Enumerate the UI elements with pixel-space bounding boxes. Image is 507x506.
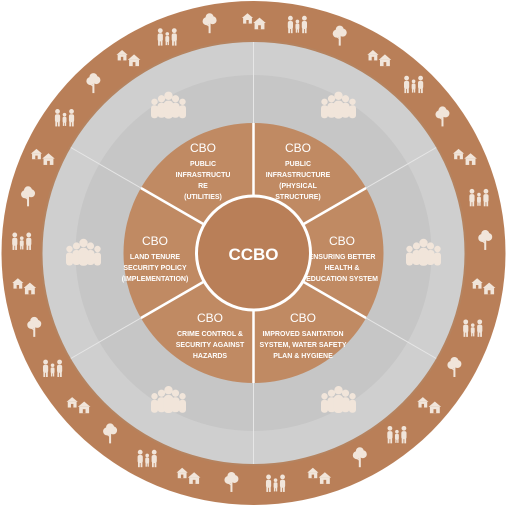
segment-line: SYSTEM, WATER SAFETY [260,342,347,349]
segment-divider [140,280,205,320]
svg-text:CBO: CBO [285,141,311,155]
svg-text:(PHYSICAL: (PHYSICAL [279,183,317,190]
segment-land-tenure: CBO LAND TENURE SECURITY POLICY (IMPLEME… [122,234,189,283]
svg-text:HAZARDS: HAZARDS [193,353,228,360]
segment-dividers [140,123,367,383]
segment-health-education: CBO ENSURING BETTER HEALTH & EDUCATION S… [306,234,378,283]
svg-text:INFRASTRUCTURE: INFRASTRUCTURE [266,172,331,179]
segment-utilities: CBO PUBLIC INFRASTRUCTU RE (UTILITIES) [176,141,231,201]
segment-line: RE [198,183,208,190]
svg-text:LAND TENURE: LAND TENURE [130,254,180,261]
segment-line: (IMPLEMENTATION) [122,276,189,283]
svg-text:RE: RE [198,183,208,190]
svg-text:CBO: CBO [190,141,216,155]
svg-text:IMPROVED SANITATION: IMPROVED SANITATION [262,331,343,338]
ring-spoke [365,317,437,359]
svg-text:PUBLIC: PUBLIC [190,161,216,168]
segment-sanitation: CBO IMPROVED SANITATION SYSTEM, WATER SA… [260,311,347,360]
segment-title: CBO [142,234,168,248]
segment-title: CBO [285,141,311,155]
segment-title: CBO [290,311,316,325]
svg-text:CBO: CBO [329,234,355,248]
segment-line: SECURITY POLICY [123,265,187,272]
svg-text:EDUCATION SYSTEM: EDUCATION SYSTEM [306,276,378,283]
segment-line: SECURITY AGAINST [176,342,245,349]
segment-line: PUBLIC [285,161,311,168]
svg-text:(IMPLEMENTATION): (IMPLEMENTATION) [122,276,189,283]
segment-title: CBO [190,141,216,155]
segment-line: STRUCTURE) [275,194,321,201]
segment-title: CBO [329,234,355,248]
svg-text:STRUCTURE): STRUCTURE) [275,194,321,201]
center-circle [195,194,312,312]
segment-line: LAND TENURE [130,254,180,261]
segment-line: CRIME CONTROL & [177,331,243,338]
segment-title: CBO [197,311,223,325]
svg-text:(UTILITIES): (UTILITIES) [184,194,222,201]
segment-line: IMPROVED SANITATION [262,331,343,338]
svg-text:INFRASTRUCTU: INFRASTRUCTU [176,172,231,179]
segment-line: INFRASTRUCTURE [266,172,331,179]
segment-divider [302,280,367,320]
svg-text:PLAN & HYGIENE: PLAN & HYGIENE [273,353,333,360]
svg-text:SECURITY AGAINST: SECURITY AGAINST [176,342,245,349]
segment-line: EDUCATION SYSTEM [306,276,378,283]
segment-line: (PHYSICAL [279,183,317,190]
svg-text:CBO: CBO [142,234,168,248]
svg-text:ENSURING BETTER: ENSURING BETTER [309,254,376,261]
middle-ring-spokes [70,42,437,464]
svg-text:SYSTEM, WATER SAFETY: SYSTEM, WATER SAFETY [260,342,347,349]
ring-spoke [365,147,437,189]
center-label: CCBO [228,245,278,264]
ring-spoke [70,147,142,189]
svg-text:CBO: CBO [197,311,223,325]
segment-line: INFRASTRUCTU [176,172,231,179]
segment-physical-structure: CBO PUBLIC INFRASTRUCTURE (PHYSICAL STRU… [266,141,331,201]
segment-line: ENSURING BETTER [309,254,376,261]
segment-crime-control: CBO CRIME CONTROL & SECURITY AGAINST HAZ… [176,311,245,360]
svg-text:PUBLIC: PUBLIC [285,161,311,168]
segment-divider [140,186,205,226]
segment-line: PLAN & HYGIENE [273,353,333,360]
segment-line: (UTILITIES) [184,194,222,201]
segment-line: HEALTH & [325,265,360,272]
outer-ring-inner-edge [40,40,467,466]
svg-text:SECURITY POLICY: SECURITY POLICY [123,265,187,272]
svg-text:HEALTH &: HEALTH & [325,265,360,272]
svg-text:CRIME CONTROL &: CRIME CONTROL & [177,331,243,338]
segment-line: PUBLIC [190,161,216,168]
svg-text:CBO: CBO [290,311,316,325]
ring-spoke [70,317,142,359]
segment-line: HAZARDS [193,353,228,360]
segment-divider [302,186,367,226]
